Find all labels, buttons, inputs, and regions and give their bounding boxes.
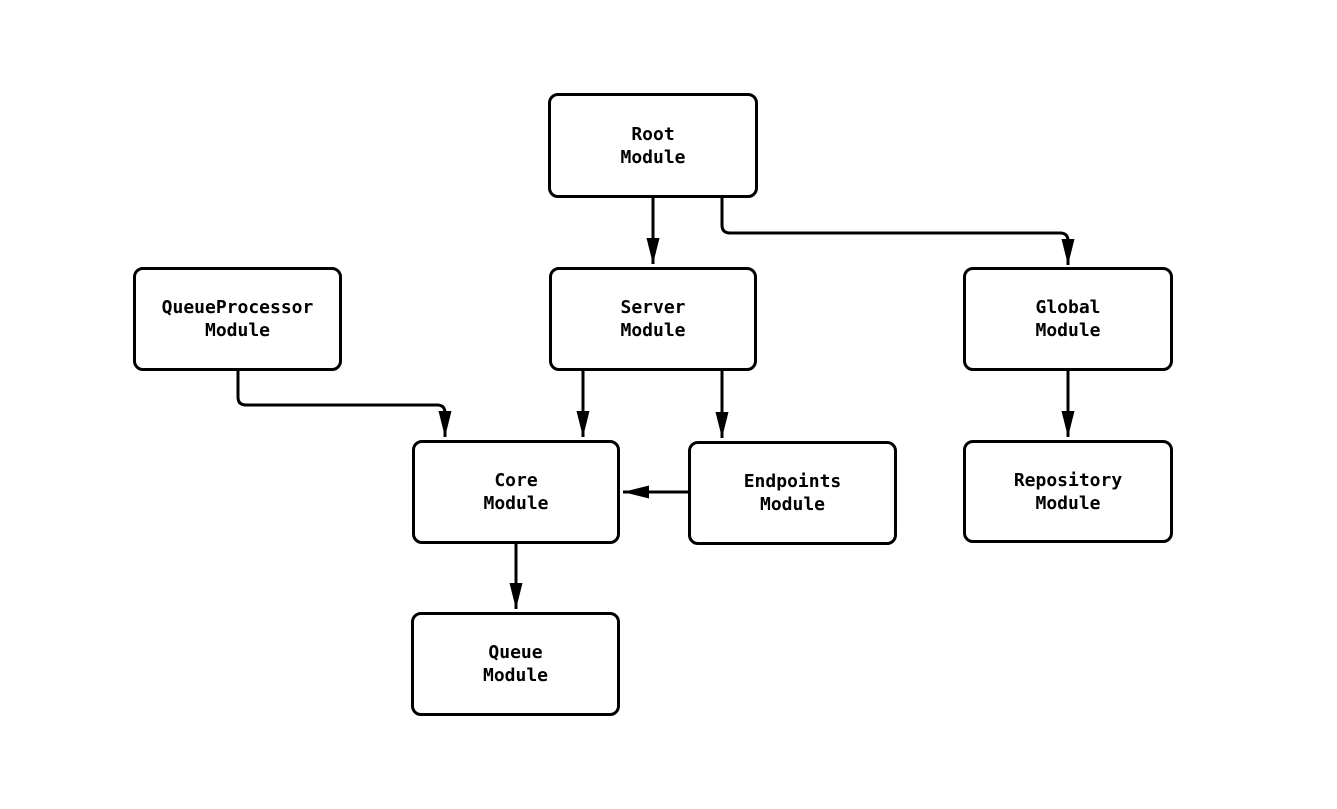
edge-root-to-global: [720, 198, 1075, 265]
node-global-module-label-line1: Global: [1035, 297, 1101, 318]
node-endpoints-module-label-line2: Module: [759, 494, 826, 515]
node-queueprocessor-module-label-line1: QueueProcessor: [161, 297, 314, 318]
edge-queueprocessor-to-core: [236, 371, 452, 437]
node-core-module-label-line2: Module: [483, 493, 549, 514]
node-queue-module: Queue Module: [411, 612, 620, 716]
node-root-module: Root Module: [548, 93, 758, 198]
node-root-module-label-line1: Root: [631, 123, 675, 145]
node-endpoints-module: Endpoints Module: [688, 441, 897, 545]
node-queueprocessor-module: QueueProcessor Module: [133, 267, 342, 371]
node-queue-module-label-line2: Module: [482, 665, 549, 686]
node-core-module-label-line1: Core: [494, 470, 538, 491]
node-global-module: Global Module: [963, 267, 1173, 371]
node-server-module-label-line1: Server: [620, 297, 686, 318]
node-server-module: Server Module: [549, 267, 757, 371]
node-core-module: Core Module: [412, 440, 620, 544]
node-server-module-label-line2: Module: [620, 320, 686, 341]
node-queue-module-label-line1: Queue: [488, 642, 543, 663]
node-repository-module: Repository Module: [963, 440, 1173, 543]
node-endpoints-module-label-line1: Endpoints: [743, 471, 842, 492]
node-global-module-label-line2: Module: [1035, 320, 1101, 341]
node-root-module-label-line2: Module: [620, 146, 686, 168]
node-queueprocessor-module-label-line2: Module: [204, 320, 271, 341]
node-repository-module-label-line2: Module: [1035, 492, 1101, 514]
node-repository-module-label-line1: Repository: [1013, 469, 1123, 491]
